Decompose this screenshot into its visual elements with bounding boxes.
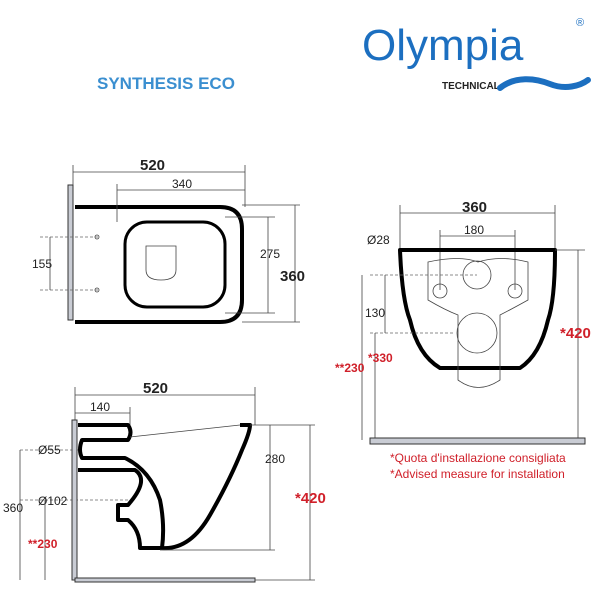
inner-profile xyxy=(427,258,529,388)
side-floor xyxy=(74,577,256,583)
seat-opening xyxy=(123,220,227,309)
registered-mark: ® xyxy=(576,17,584,29)
bowl-outline xyxy=(75,205,244,324)
dim-front-230: **230 xyxy=(335,361,365,375)
dim-340: 340 xyxy=(172,177,192,191)
dim-diameter-102: Ø102 xyxy=(38,494,68,508)
bowl-side-outline xyxy=(78,423,166,550)
floor xyxy=(369,437,586,445)
dim-330: *330 xyxy=(368,351,393,365)
dim-520: 520 xyxy=(140,157,165,174)
dim-360: 360 xyxy=(280,268,305,285)
dim-130: 130 xyxy=(365,306,385,320)
dim-275: 275 xyxy=(260,247,280,261)
side-view: 520 140 Ø55 Ø102 360 **230 280 *420 xyxy=(3,380,326,583)
dim-side-360: 360 xyxy=(3,501,23,515)
outlet-circle xyxy=(456,312,498,354)
dim-front-420: *420 xyxy=(560,325,591,342)
dim-diameter-55: Ø55 xyxy=(38,443,61,457)
note-italian: *Quota d'installazione consigliata xyxy=(390,451,566,465)
bowl-front-curve xyxy=(161,423,252,551)
front-view: 360 180 Ø28 130 *330 **230 *420 *Quota d… xyxy=(335,199,591,481)
side-wall xyxy=(71,419,78,581)
dim-front-360: 360 xyxy=(462,199,487,216)
top-view: 155 520 340 275 360 xyxy=(32,157,305,324)
bowl-front-outline xyxy=(398,248,557,370)
brand-name: Olympia xyxy=(362,21,524,70)
dim-side-230: **230 xyxy=(28,537,58,551)
wall-plate xyxy=(67,184,74,321)
product-title: SYNTHESIS ECO xyxy=(97,74,235,93)
dim-side-520: 520 xyxy=(143,380,168,397)
dim-180: 180 xyxy=(464,223,484,237)
dim-diameter-28: Ø28 xyxy=(367,233,390,247)
brand-subtitle: TECHNICAL xyxy=(442,81,500,92)
bowl-drain xyxy=(145,245,177,281)
dim-280: 280 xyxy=(265,452,285,466)
dim-140: 140 xyxy=(90,400,110,414)
wave-icon xyxy=(497,76,591,91)
olympia-logo: Olympia ® TECHNICAL xyxy=(362,17,591,92)
dim-side-420: *420 xyxy=(295,490,326,507)
dim-155: 155 xyxy=(32,257,52,271)
note-english: *Advised measure for installation xyxy=(390,467,565,481)
